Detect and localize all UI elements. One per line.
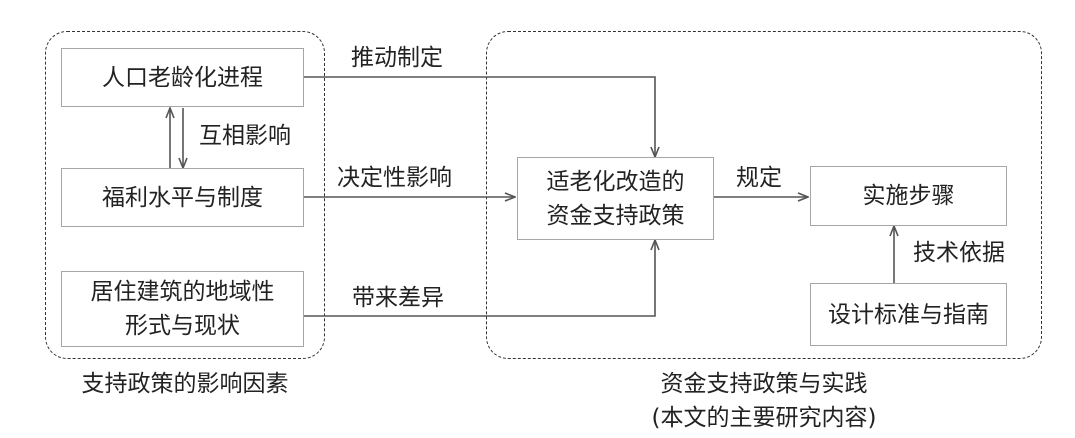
- node-housing-form: 居住建筑的地域性 形式与现状: [61, 271, 304, 347]
- node-aging-label: 人口老龄化进程: [102, 64, 263, 91]
- factors-caption-text: 支持政策的影响因素: [81, 371, 289, 397]
- arrow-housing-to-policy: [304, 240, 655, 317]
- edge-label-tech-basis: 技术依据: [913, 240, 1005, 266]
- node-housing-label-line2: 形式与现状: [125, 313, 240, 339]
- factors-group-caption: 支持政策的影响因素: [45, 367, 325, 401]
- node-welfare-system: 福利水平与制度: [61, 168, 304, 227]
- node-housing-label-line1: 居住建筑的地域性: [90, 279, 275, 305]
- node-welfare-label: 福利水平与制度: [102, 184, 263, 211]
- edge-label-decisive: 决定性影响: [337, 165, 452, 191]
- node-design-standards: 设计标准与指南: [810, 283, 1007, 346]
- node-funding-policy: 适老化改造的 资金支持政策: [517, 157, 714, 240]
- arrow-aging-to-policy: [304, 76, 655, 157]
- factors-group: [45, 31, 325, 359]
- edge-label-mutual: 互相影响: [199, 123, 291, 149]
- node-steps-label: 实施步骤: [862, 183, 955, 209]
- policy-caption-line2: (本文的主要研究内容): [651, 405, 877, 431]
- policy-group: [486, 31, 1042, 359]
- node-standards-label: 设计标准与指南: [828, 301, 989, 328]
- node-aging-process: 人口老龄化进程: [61, 48, 304, 107]
- edge-label-difference: 带来差异: [352, 285, 444, 311]
- node-policy-label-line2: 资金支持政策: [546, 202, 685, 229]
- node-implementation-steps: 实施步骤: [810, 166, 1007, 226]
- node-policy-label-line1: 适老化改造的: [546, 168, 685, 195]
- edge-label-regulate: 规定: [736, 165, 782, 191]
- edge-label-drive: 推动制定: [351, 45, 443, 71]
- policy-group-caption: 资金支持政策与实践 (本文的主要研究内容): [486, 367, 1042, 435]
- policy-caption-line1: 资金支持政策与实践: [660, 371, 868, 397]
